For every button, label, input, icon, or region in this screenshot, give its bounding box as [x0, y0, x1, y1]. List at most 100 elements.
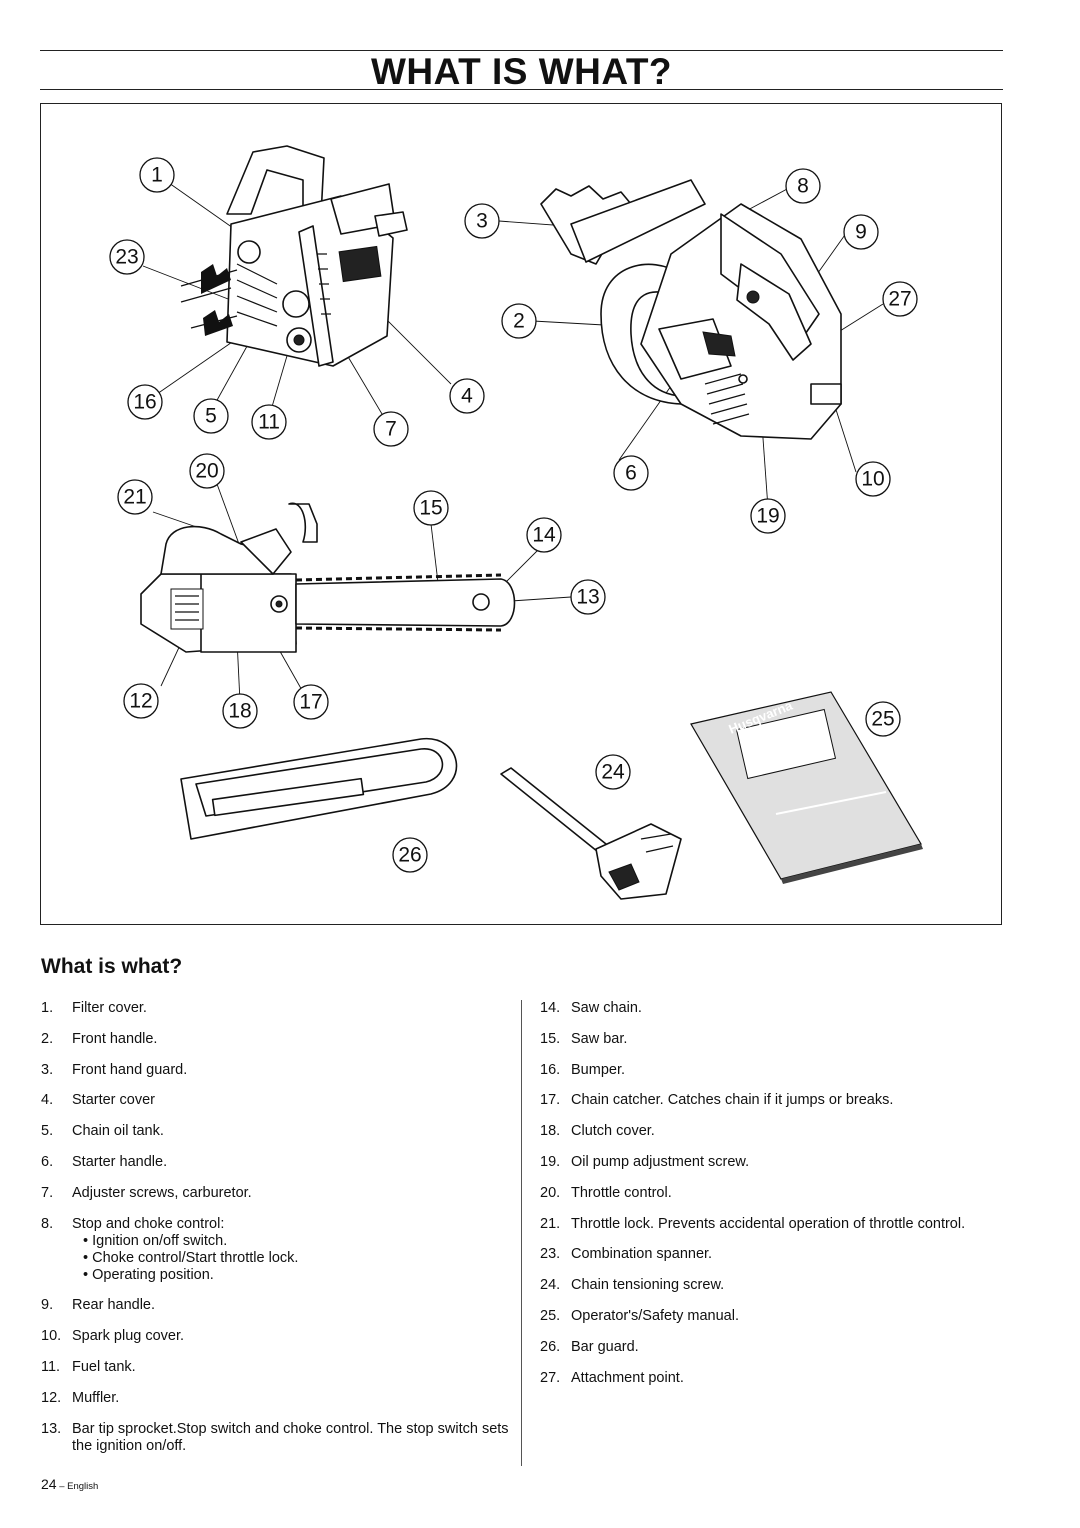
svg-text:20: 20	[195, 460, 218, 483]
part-description: Attachment point.	[571, 1369, 684, 1386]
part-number: 9.	[41, 1297, 54, 1314]
part-list-item: 13.Bar tip sprocket.Stop switch and chok…	[41, 1421, 511, 1455]
part-number: 5.	[41, 1123, 54, 1140]
chainsaw-side-view	[140, 502, 516, 653]
part-list-item: 17.Chain catcher. Catches chain if it ju…	[540, 1092, 980, 1109]
svg-text:4: 4	[461, 385, 473, 408]
svg-text:13: 13	[576, 586, 599, 609]
part-list-item: 16.Bumper.	[540, 1062, 980, 1079]
callout-13: 13	[570, 579, 606, 615]
part-number: 21.	[540, 1215, 561, 1232]
svg-text:5: 5	[205, 405, 217, 428]
part-description: Fuel tank.	[72, 1358, 136, 1375]
part-description: Throttle control.	[571, 1184, 672, 1201]
svg-text:1: 1	[151, 164, 163, 187]
svg-text:2: 2	[513, 310, 525, 333]
part-description: Chain oil tank.	[72, 1123, 164, 1140]
svg-text:16: 16	[133, 391, 156, 414]
part-sub-item: • Operating position.	[83, 1266, 214, 1283]
parts-list-left: 1.Filter cover.2.Front handle.3.Front ha…	[41, 1000, 511, 1468]
svg-text:19: 19	[756, 505, 779, 528]
part-number: 13.	[41, 1420, 62, 1437]
part-description: Front hand guard.	[72, 1061, 188, 1078]
part-list-item: 3. Front hand guard.	[41, 1062, 511, 1079]
illustration-canvas: Husqvarna 1 23 16 5 11 7 4 3 2 8 9 27 20…	[109, 145, 923, 900]
part-sub-item: • Ignition on/off switch.	[83, 1232, 228, 1249]
part-description: Saw bar.	[571, 1030, 628, 1047]
callout-12: 12	[123, 683, 159, 719]
svg-text:8: 8	[797, 175, 809, 198]
part-description: Stop and choke control:	[72, 1215, 225, 1232]
callout-1: 1	[139, 157, 175, 193]
part-number: 4.	[41, 1092, 54, 1109]
callout-17: 17	[293, 684, 329, 720]
part-number: 1.	[41, 1000, 54, 1016]
part-number: 25.	[540, 1307, 561, 1324]
part-description: Oil pump adjustment screw.	[571, 1153, 750, 1170]
callout-8: 8	[785, 168, 821, 204]
svg-text:17: 17	[299, 691, 322, 714]
part-description: Bumper.	[571, 1061, 625, 1078]
callout-6: 6	[613, 455, 649, 491]
part-list-item: 14.Saw chain.	[540, 1000, 980, 1017]
part-description: Adjuster screws, carburetor.	[72, 1184, 252, 1201]
callout-11: 11	[251, 404, 287, 440]
part-list-item: 11.Fuel tank.	[41, 1359, 511, 1376]
callout-16: 16	[127, 384, 163, 420]
callout-19: 19	[750, 498, 786, 534]
part-list-item: 18. Clutch cover.	[540, 1123, 980, 1140]
part-list-item: 9. Rear handle.	[41, 1297, 511, 1314]
part-description: Rear handle.	[72, 1297, 156, 1314]
part-number: 26.	[540, 1338, 561, 1355]
part-list-item: 6. Starter handle.	[41, 1154, 511, 1171]
svg-text:26: 26	[398, 844, 421, 867]
part-number: 6.	[41, 1153, 54, 1170]
svg-text:9: 9	[855, 221, 867, 244]
part-description: Filter cover.	[72, 1000, 147, 1016]
svg-text:18: 18	[228, 700, 251, 723]
part-list-item: 20.Throttle control.	[540, 1185, 980, 1202]
part-list-item: 26. Bar guard.	[540, 1339, 980, 1356]
part-description: Clutch cover.	[571, 1123, 655, 1140]
callout-23: 24	[595, 754, 631, 790]
part-number: 12.	[41, 1389, 62, 1406]
svg-text:25: 25	[871, 708, 894, 731]
svg-text:10: 10	[861, 468, 884, 491]
part-number: 19.	[540, 1153, 561, 1170]
parts-list-right: 14.Saw chain. 15.Saw bar. 16.Bumper. 17.Cha…	[540, 1000, 980, 1400]
part-description: Spark plug cover.	[72, 1328, 185, 1345]
callout-18: 18	[222, 693, 258, 729]
section-heading: What is what?	[41, 955, 183, 978]
part-number: 7.	[41, 1184, 54, 1201]
callout-7: 7	[373, 411, 409, 447]
part-list-item: 15.Saw bar.	[540, 1031, 980, 1048]
part-list-item: 5. Chain oil tank.	[41, 1123, 511, 1140]
callout-20: 20	[189, 453, 225, 489]
part-number: 14.	[540, 1000, 561, 1016]
svg-text:6: 6	[625, 462, 637, 485]
title-underline	[40, 89, 1003, 90]
svg-text:7: 7	[385, 418, 397, 441]
callout-26: 26	[392, 837, 428, 873]
part-description: Combination spanner.	[571, 1246, 713, 1263]
svg-text:12: 12	[129, 690, 152, 713]
part-number: 10.	[41, 1328, 62, 1345]
part-description: Chain tensioning screw.	[571, 1277, 725, 1294]
part-list-item: 25.Operator's/Safety manual.	[540, 1308, 980, 1325]
callout-25: 25	[865, 701, 901, 737]
part-description: Bar guard.	[571, 1338, 639, 1355]
callout-9: 9	[843, 214, 879, 250]
part-list-item: 7. Adjuster screws, carburetor.	[41, 1185, 511, 1202]
svg-text:11: 11	[258, 411, 280, 434]
page-title: WHAT IS WHAT?	[370, 51, 673, 92]
part-number: 3.	[41, 1061, 54, 1078]
footer-language: – English	[56, 1481, 99, 1492]
part-list-item: 27.Attachment point.	[540, 1370, 980, 1387]
part-sub-item: • Choke control/Start throttle lock.	[83, 1249, 299, 1266]
part-number: 18.	[540, 1123, 561, 1140]
part-description: Starter handle.	[72, 1153, 168, 1170]
part-description: Chain catcher. Catches chain if it jumps…	[571, 1092, 894, 1109]
callout-10: 10	[855, 461, 891, 497]
page-footer: 24 – English	[41, 1476, 98, 1492]
combination-spanner-drawing	[500, 767, 682, 900]
